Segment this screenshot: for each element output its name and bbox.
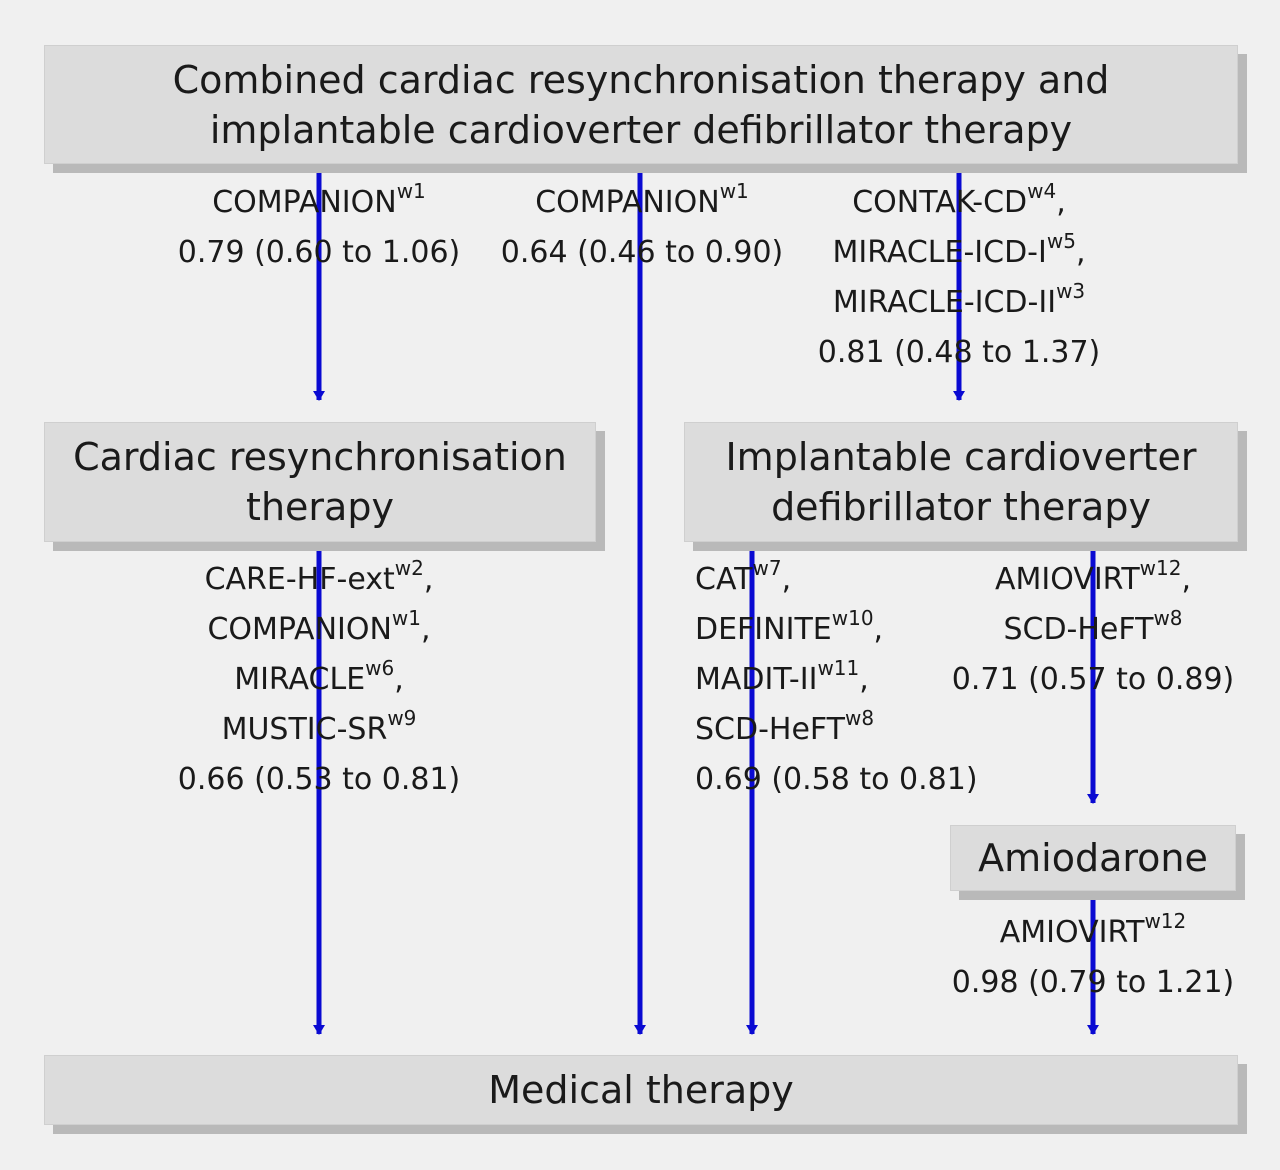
trial-line: CARE-HF-extw2, — [164, 555, 474, 605]
trial-reference: w10 — [831, 606, 874, 630]
trial-line: SCD-HeFTw8 — [938, 605, 1248, 655]
trial-line: CONTAK-CDw4, — [800, 178, 1118, 228]
trial-reference: w4 — [1027, 179, 1057, 203]
trial-name: CARE-HF-ext — [204, 562, 395, 597]
hazard-ratio-result: 0.66 (0.53 to 0.81) — [177, 762, 461, 797]
trial-line: MUSTIC-SRw9 — [164, 705, 474, 755]
trial-reference: w6 — [365, 656, 395, 680]
trial-line: AMIOVIRTw12, — [938, 555, 1248, 605]
trial-name: MADIT-II — [695, 662, 818, 697]
trial-reference: w2 — [394, 556, 424, 580]
trial-name: AMIOVIRT — [994, 562, 1140, 597]
trial-reference: w8 — [1153, 606, 1183, 630]
trial-reference: w1 — [391, 606, 422, 630]
trial-separator: , — [1181, 562, 1192, 597]
box-crt-line2: therapy — [246, 485, 394, 529]
trial-separator: , — [781, 562, 792, 597]
trial-reference: w3 — [1056, 279, 1086, 303]
edge-label-combined-to-icd: CONTAK-CDw4,MIRACLE-ICD-Iw5,MIRACLE-ICD-… — [800, 178, 1118, 378]
box-crt-line1: Cardiac resynchronisation — [73, 435, 567, 479]
trial-name: MIRACLE — [234, 662, 366, 697]
trial-separator: , — [1075, 235, 1086, 270]
trial-reference: w5 — [1046, 229, 1076, 253]
box-combined-line2: implantable cardioverter defibrillator t… — [209, 107, 1073, 152]
edge-label-amiodarone-to-medical: AMIOVIRTw12 0.98 (0.79 to 1.21) — [938, 908, 1248, 1008]
hazard-ratio-result: 0.79 (0.60 to 1.06) — [177, 235, 461, 270]
edge-label-icd-to-medical: CATw7,DEFINITEw10,MADIT-IIw11,SCD-HeFTw8… — [695, 555, 1005, 805]
trial-separator: , — [394, 662, 404, 697]
trial-name: SCD-HeFT — [695, 712, 845, 747]
trial-name: COMPANION — [212, 185, 397, 220]
trial-separator: , — [859, 662, 869, 697]
box-icd-line2: defibrillator therapy — [771, 485, 1151, 529]
trial-name: COMPANION — [535, 185, 720, 220]
trial-line: MADIT-IIw11, — [695, 655, 1005, 705]
edge-label-crt-to-medical: CARE-HF-extw2,COMPANIONw1,MIRACLEw6,MUST… — [164, 555, 474, 805]
trial-line: MIRACLE-ICD-Iw5, — [800, 228, 1118, 278]
box-medical-therapy: Medical therapy — [44, 1055, 1238, 1125]
trial-separator: , — [873, 612, 884, 647]
trial-reference: w12 — [1144, 909, 1187, 933]
box-icd-line1: Implantable cardioverter — [725, 435, 1197, 479]
trial-separator: , — [1056, 185, 1066, 220]
box-cardiac-resynchronisation: Cardiac resynchronisation therapy — [44, 422, 596, 542]
box-combined-therapy: Combined cardiac resynchronisation thera… — [44, 45, 1238, 164]
edge-label-combined-to-crt: COMPANIONw1 0.79 (0.60 to 1.06) — [164, 178, 474, 278]
trial-name: CAT — [695, 562, 753, 597]
trial-line: CATw7, — [695, 555, 1005, 605]
trial-line: COMPANIONw1 — [487, 178, 797, 228]
trial-name: SCD-HeFT — [1003, 612, 1154, 647]
box-amiodarone-line1: Amiodarone — [978, 836, 1208, 880]
trial-reference: w1 — [719, 179, 749, 203]
box-medical-line1: Medical therapy — [488, 1068, 794, 1112]
trial-name: AMIOVIRT — [999, 915, 1145, 950]
trial-line: COMPANIONw1 — [164, 178, 474, 228]
trial-line: MIRACLEw6, — [164, 655, 474, 705]
hazard-ratio-result: 0.81 (0.48 to 1.37) — [817, 335, 1101, 370]
hazard-ratio-result: 0.71 (0.57 to 0.89) — [951, 662, 1235, 697]
trial-name: MIRACLE-ICD-II — [832, 285, 1057, 320]
edge-label-combined-to-medical: COMPANIONw1 0.64 (0.46 to 0.90) — [487, 178, 797, 278]
trial-reference: w11 — [817, 656, 860, 680]
hazard-ratio-result: 0.69 (0.58 to 0.81) — [695, 762, 978, 797]
trial-separator: , — [421, 612, 431, 647]
trial-reference: w12 — [1139, 556, 1182, 580]
trial-reference: w1 — [396, 179, 426, 203]
box-combined-line1: Combined cardiac resynchronisation thera… — [172, 57, 1110, 102]
trial-line: COMPANIONw1, — [164, 605, 474, 655]
trial-reference: w9 — [387, 706, 417, 730]
trial-line: SCD-HeFTw8 — [695, 705, 1005, 755]
trial-line: MIRACLE-ICD-IIw3 — [800, 278, 1118, 328]
trial-name: CONTAK-CD — [852, 185, 1028, 220]
trial-reference: w7 — [752, 556, 782, 580]
trial-name: COMPANION — [207, 612, 392, 647]
trial-name: DEFINITE — [695, 612, 832, 647]
trial-reference: w8 — [845, 706, 875, 730]
box-amiodarone: Amiodarone — [950, 825, 1236, 891]
trial-separator: , — [423, 562, 434, 597]
box-implantable-defibrillator: Implantable cardioverter defibrillator t… — [684, 422, 1238, 542]
trial-name: MIRACLE-ICD-I — [832, 235, 1047, 270]
hazard-ratio-result: 0.64 (0.46 to 0.90) — [500, 235, 784, 270]
trial-name: MUSTIC-SR — [221, 712, 388, 747]
trial-line: AMIOVIRTw12 — [938, 908, 1248, 958]
hazard-ratio-result: 0.98 (0.79 to 1.21) — [951, 965, 1235, 1000]
trial-line: DEFINITEw10, — [695, 605, 1005, 655]
